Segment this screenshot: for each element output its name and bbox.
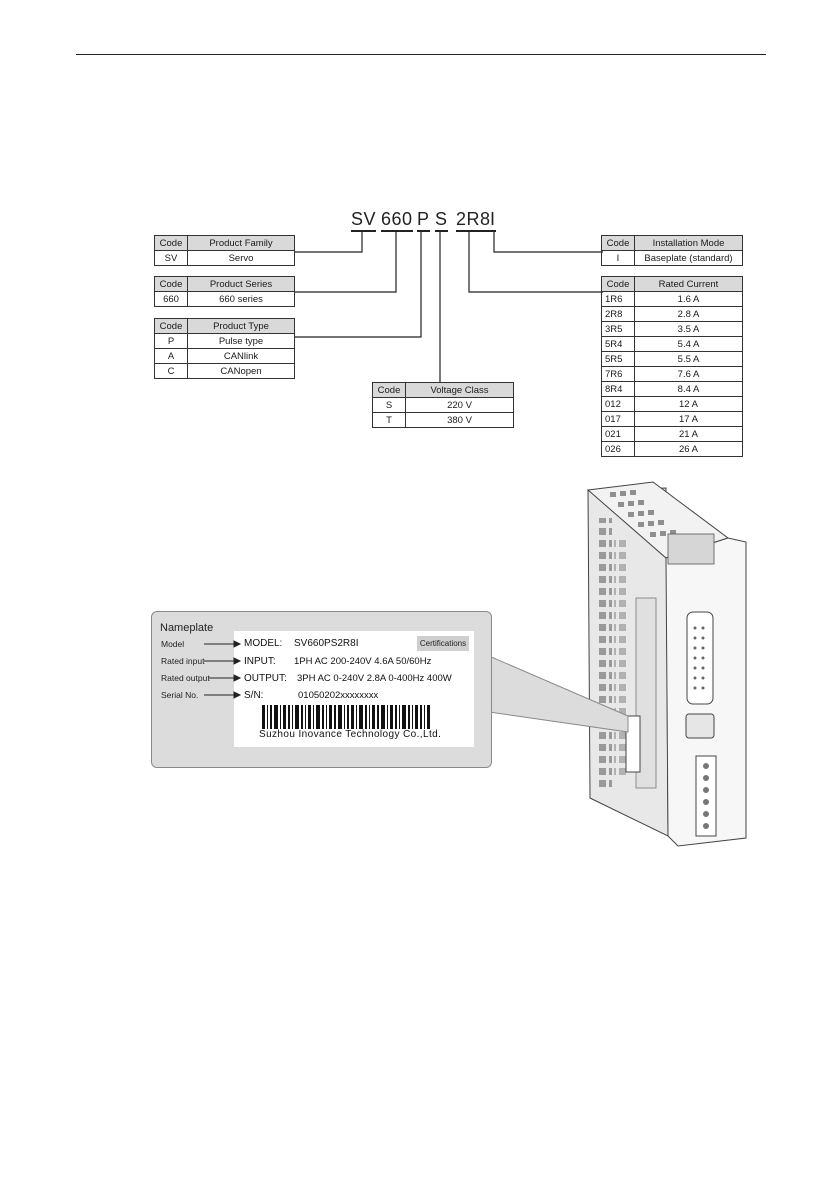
cell-value: 660 series <box>187 291 295 307</box>
table-row: T 380 V <box>372 412 514 428</box>
cell-value: 26 A <box>634 441 743 457</box>
cell-value: CANopen <box>187 363 295 379</box>
barcode-icon <box>262 705 430 729</box>
nameplate-title: Nameplate <box>160 622 214 634</box>
label-serial-no: Serial No. <box>161 690 199 700</box>
model-value: SV660PS2R8I <box>294 638 359 649</box>
table-row: I Baseplate (standard) <box>601 250 743 266</box>
label-rated-output: Rated output <box>161 673 210 683</box>
code-660: 660 <box>381 209 413 232</box>
code-p: P <box>417 209 430 232</box>
cell-code: 660 <box>154 291 188 307</box>
table-product-series: Code Product Series 660 660 series <box>154 276 295 307</box>
table-voltage-class: Code Voltage Class S 220 V T 380 V <box>372 382 514 428</box>
label-model: Model <box>161 639 185 649</box>
header-code: Code <box>154 235 188 251</box>
table-row: C CANopen <box>154 363 295 379</box>
label-rated-input: Rated input <box>161 656 205 666</box>
table-installation-mode: Code Installation Mode I Baseplate (stan… <box>601 235 743 266</box>
table-row: S 220 V <box>372 397 514 413</box>
sn-key: S/N: <box>244 690 264 701</box>
table-row: SV Servo <box>154 250 295 266</box>
servo-drive-illustration <box>586 481 747 847</box>
cell-code: C <box>154 363 188 379</box>
table-row: 660 660 series <box>154 291 295 307</box>
table-product-type: Code Product Type P Pulse type A CANlink… <box>154 318 295 379</box>
header-product-type: Product Type <box>187 318 295 334</box>
code-s: S <box>435 209 448 232</box>
code-2r8: 2R8 <box>456 209 491 232</box>
output-value: 3PH AC 0-240V 2.8A 0-400Hz 400W <box>297 673 452 684</box>
code-i: I <box>490 209 496 232</box>
cell-value: 380 V <box>405 412 514 428</box>
model-key: MODEL: <box>244 638 283 649</box>
code-sv: SV <box>351 209 377 232</box>
page-header-rule <box>76 54 766 55</box>
cell-value: Baseplate (standard) <box>634 250 743 266</box>
manufacturer-text: Suzhou Inovance Technology Co.,Ltd. <box>259 729 442 740</box>
input-value: 1PH AC 200-240V 4.6A 50/60Hz <box>294 656 432 667</box>
cell-value: 5.5 A <box>634 351 743 367</box>
header-rated-current: Rated Current <box>634 276 743 292</box>
header-installation-mode: Installation Mode <box>634 235 743 251</box>
sn-value: 01050202xxxxxxxx <box>298 690 379 701</box>
cell-code: I <box>601 250 635 266</box>
cell-value: Servo <box>187 250 295 266</box>
output-key: OUTPUT: <box>244 673 287 684</box>
input-key: INPUT: <box>244 656 276 667</box>
header-code: Code <box>154 276 188 292</box>
header-code: Code <box>154 318 188 334</box>
header-code: Code <box>601 235 635 251</box>
certifications-badge: Certifications <box>417 636 469 651</box>
table-product-family: Code Product Family SV Servo <box>154 235 295 266</box>
header-voltage-class: Voltage Class <box>405 382 514 398</box>
